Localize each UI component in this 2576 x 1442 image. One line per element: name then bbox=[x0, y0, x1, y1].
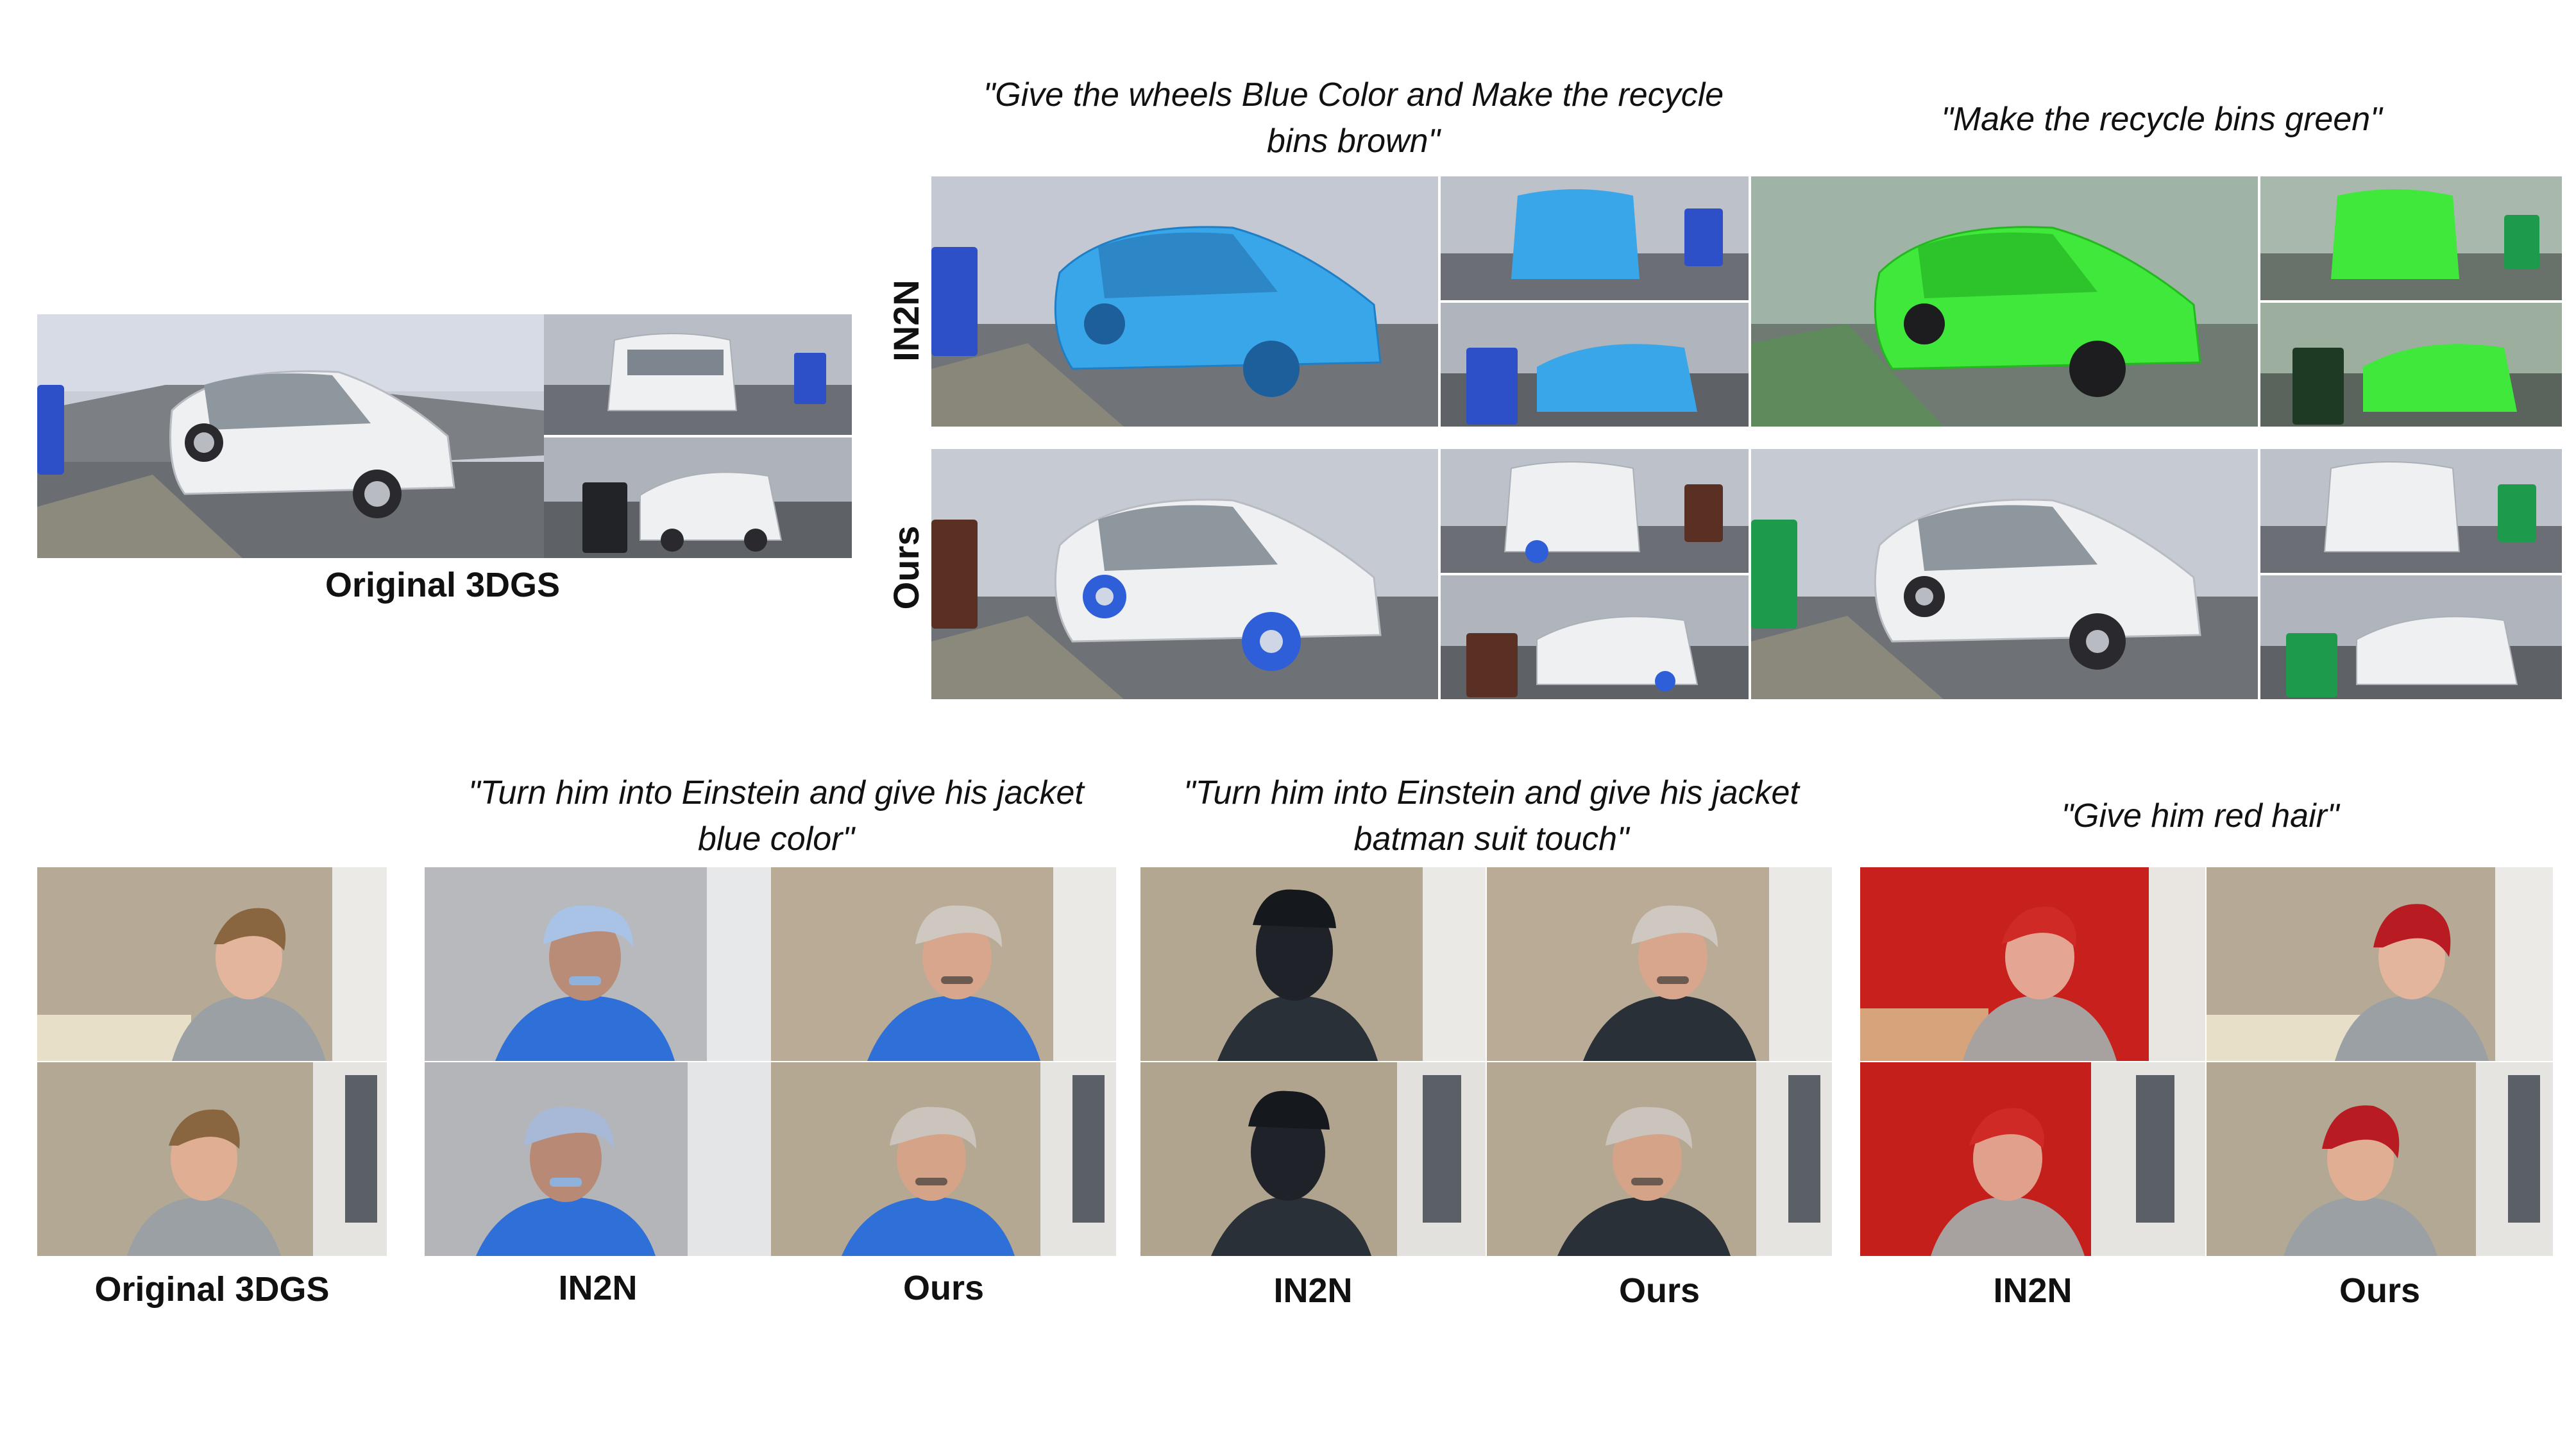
in2n-green-car-view-2-image bbox=[2260, 176, 2562, 300]
ours-blue-wheels-view-2-image bbox=[1441, 449, 1749, 573]
ours-einstein-batman-view-2-image bbox=[1487, 1062, 1832, 1256]
in2n-einstein-blue-view-1-image bbox=[425, 867, 771, 1061]
in2n-einstein-blue-view-2-image bbox=[425, 1062, 771, 1256]
original-person-view-1-image bbox=[37, 867, 387, 1061]
original-person-view-2-image bbox=[37, 1062, 387, 1256]
in2n-blue-car-view-2-image bbox=[1441, 176, 1749, 300]
caption-prompt-einstein-batman: "Turn him into Einstein and give his jac… bbox=[1183, 774, 1799, 858]
caption-prompt-einstein-blue: "Turn him into Einstein and give his jac… bbox=[468, 774, 1084, 858]
label-in2n-1: IN2N bbox=[558, 1269, 638, 1307]
ours-green-bins-view-3-image bbox=[2260, 575, 2562, 699]
label-ours-2: Ours bbox=[1618, 1271, 1700, 1310]
original-car-view-3-image bbox=[544, 437, 852, 558]
in2n-red-hair-view-1-image bbox=[1860, 867, 2205, 1061]
in2n-blue-car-view-3-image bbox=[1441, 303, 1749, 427]
ours-einstein-blue-view-1-image bbox=[771, 867, 1116, 1061]
caption-prompt-green-bins: "Make the recycle bins green" bbox=[1941, 101, 2382, 138]
ours-red-hair-view-2-image bbox=[2207, 1062, 2553, 1256]
ours-einstein-batman-view-1-image bbox=[1487, 867, 1832, 1061]
caption-prompt-wheels-bins: "Give the wheels Blue Color and Make the… bbox=[983, 76, 1724, 160]
in2n-red-hair-view-2-image bbox=[1860, 1062, 2205, 1256]
label-original-3dgs-top: Original 3DGS bbox=[325, 566, 561, 604]
in2n-green-car-main-image bbox=[1751, 176, 2258, 427]
original-car-view-2-image bbox=[544, 314, 852, 435]
in2n-einstein-batman-view-1-image bbox=[1140, 867, 1486, 1061]
ours-einstein-blue-view-2-image bbox=[771, 1062, 1116, 1256]
ours-green-bins-main-image bbox=[1751, 449, 2258, 699]
ours-blue-wheels-main-image bbox=[931, 449, 1438, 699]
in2n-green-car-view-3-image bbox=[2260, 303, 2562, 427]
in2n-blue-car-main-image bbox=[931, 176, 1438, 427]
ours-red-hair-view-1-image bbox=[2207, 867, 2553, 1061]
label-ours-1: Ours bbox=[902, 1269, 985, 1307]
row-label-ours: Ours bbox=[886, 525, 926, 610]
caption-prompt-red-hair: "Give him red hair" bbox=[2061, 797, 2339, 835]
original-car-main-image bbox=[37, 314, 544, 558]
label-original-3dgs-bottom: Original 3DGS bbox=[94, 1270, 330, 1309]
label-in2n-2: IN2N bbox=[1273, 1271, 1353, 1310]
ours-green-bins-view-2-image bbox=[2260, 449, 2562, 573]
label-in2n-3: IN2N bbox=[1993, 1271, 2072, 1310]
row-label-in2n: IN2N bbox=[886, 280, 926, 362]
ours-blue-wheels-view-3-image bbox=[1441, 575, 1749, 699]
label-ours-3: Ours bbox=[2339, 1271, 2421, 1310]
in2n-einstein-batman-view-2-image bbox=[1140, 1062, 1486, 1256]
